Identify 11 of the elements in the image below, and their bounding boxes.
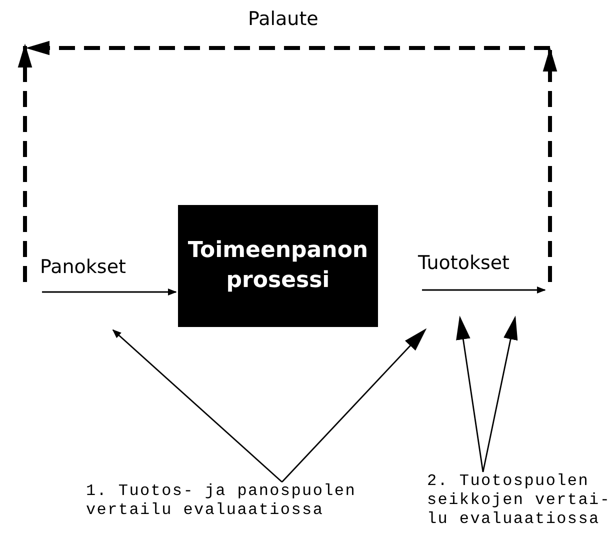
- annotation-text: 2. Tuotospuolen seikkojen vertai- lu evaluaatiossa: [427, 472, 615, 551]
- annotation-text: 1. Tuotos- ja panospuolen vertailu evaluaatiossa: [86, 482, 396, 542]
- arrow: [282, 328, 427, 482]
- arrow: [482, 316, 518, 472]
- edge-label: Panokset: [40, 256, 126, 278]
- feedback-label: Palaute: [248, 8, 318, 30]
- process-box: Toimeenpanon prosessi: [178, 205, 378, 327]
- arrow: [112, 329, 282, 483]
- arrow: [42, 288, 177, 296]
- output-label: Tuotokset: [418, 252, 510, 274]
- arrow: [456, 316, 484, 472]
